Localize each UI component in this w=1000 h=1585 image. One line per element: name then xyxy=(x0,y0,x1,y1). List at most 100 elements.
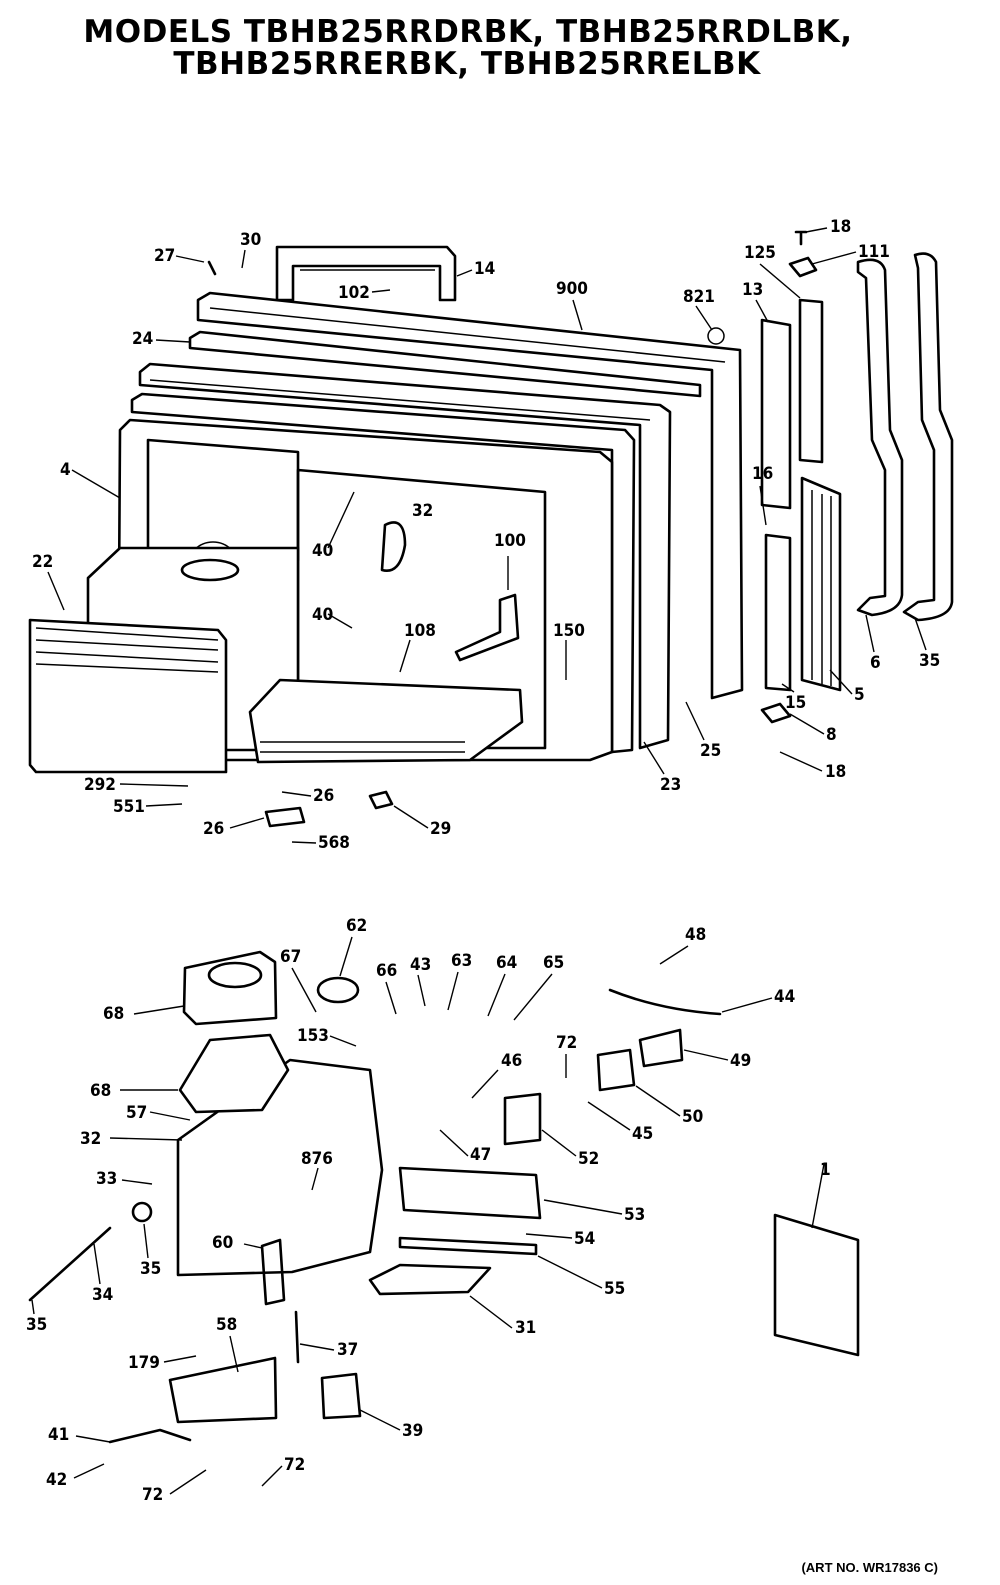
callout-48: 48 xyxy=(685,925,706,945)
callout-39: 39 xyxy=(402,1421,423,1441)
callout-67: 67 xyxy=(280,947,301,967)
part-60-fill-cup xyxy=(260,1238,286,1306)
callout-72-upper: 72 xyxy=(556,1033,577,1053)
callout-68-upper: 68 xyxy=(103,1004,124,1024)
part-39-motor xyxy=(320,1372,362,1420)
callout-31: 31 xyxy=(515,1318,536,1338)
callout-41: 41 xyxy=(48,1425,69,1445)
part-58-bracket xyxy=(168,1356,278,1424)
part-37-spring xyxy=(294,1310,300,1364)
callout-23: 23 xyxy=(660,775,681,795)
part-108-ice-bucket xyxy=(248,678,524,764)
callout-4: 4 xyxy=(60,460,71,480)
part-53-frame xyxy=(398,1166,542,1220)
callout-64: 64 xyxy=(496,953,517,973)
callout-26-left: 26 xyxy=(203,819,224,839)
part-18-screw xyxy=(794,230,808,246)
callout-53: 53 xyxy=(624,1205,645,1225)
callout-29: 29 xyxy=(430,819,451,839)
callout-18-top: 18 xyxy=(830,217,851,237)
callout-45: 45 xyxy=(632,1124,653,1144)
callout-179: 179 xyxy=(128,1353,160,1373)
part-27-screw xyxy=(207,260,217,276)
callout-15: 15 xyxy=(785,693,806,713)
callout-52: 52 xyxy=(578,1149,599,1169)
part-821-plug xyxy=(707,327,725,345)
callout-24: 24 xyxy=(132,329,153,349)
callout-35-lower: 35 xyxy=(140,1259,161,1279)
part-62-gasket xyxy=(316,976,360,1004)
callout-108: 108 xyxy=(404,621,436,641)
part-35-cap xyxy=(131,1201,153,1223)
callout-54: 54 xyxy=(574,1229,595,1249)
part-26-bracket xyxy=(264,806,306,828)
callout-42: 42 xyxy=(46,1470,67,1490)
callout-16: 16 xyxy=(752,464,773,484)
callout-25: 25 xyxy=(700,741,721,761)
callout-5: 5 xyxy=(854,685,865,705)
part-111-hinge xyxy=(788,256,818,278)
callout-40-lower: 40 xyxy=(312,605,333,625)
leader-lines xyxy=(31,227,927,1495)
art-number: (ART NO. WR17836 C) xyxy=(801,1560,938,1575)
callout-30: 30 xyxy=(240,230,261,250)
callout-100: 100 xyxy=(494,531,526,551)
lower-callouts: 62 67 66 43 63 64 65 48 44 68 68 153 46 … xyxy=(26,916,831,1505)
callout-37: 37 xyxy=(337,1340,358,1360)
callout-63: 63 xyxy=(451,951,472,971)
part-5-vent-grille xyxy=(800,476,842,692)
part-55-strip xyxy=(398,1236,538,1256)
part-34-auger xyxy=(28,1226,112,1302)
callout-43: 43 xyxy=(410,955,431,975)
part-29-gromet xyxy=(368,790,394,810)
part-25-gasket-frame xyxy=(130,392,636,754)
models-title-line-2: TBHB25RRERBK, TBHB25RRELBK xyxy=(173,46,761,82)
callout-46: 46 xyxy=(501,1051,522,1071)
callout-22: 22 xyxy=(32,552,53,572)
part-49-plate xyxy=(638,1028,684,1068)
callout-66: 66 xyxy=(376,961,397,981)
callout-568: 568 xyxy=(318,833,350,853)
callout-47: 47 xyxy=(470,1145,491,1165)
callout-33: 33 xyxy=(96,1169,117,1189)
callout-1: 1 xyxy=(820,1160,831,1180)
part-6-door-handle xyxy=(856,258,904,617)
callout-50: 50 xyxy=(682,1107,703,1127)
callout-900: 900 xyxy=(556,279,588,299)
part-52-switch xyxy=(503,1092,542,1146)
callout-40-upper: 40 xyxy=(312,541,333,561)
callout-27: 27 xyxy=(154,246,175,266)
part-125-hinge-strip xyxy=(798,298,824,464)
part-69-mold xyxy=(178,1033,290,1114)
callout-34: 34 xyxy=(92,1285,113,1305)
part-32-clip xyxy=(380,521,407,572)
callout-35-bottom: 35 xyxy=(26,1315,47,1335)
part-31-grid xyxy=(368,1263,492,1296)
callout-13: 13 xyxy=(742,280,763,300)
callout-35-upper: 35 xyxy=(919,651,940,671)
callout-26-right: 26 xyxy=(313,786,334,806)
callout-551: 551 xyxy=(113,797,145,817)
callout-72-left: 72 xyxy=(142,1485,163,1505)
callout-150: 150 xyxy=(553,621,585,641)
part-100-bracket xyxy=(454,593,520,662)
callout-292: 292 xyxy=(84,775,116,795)
part-32-ice-maker-body xyxy=(176,1058,384,1277)
callout-14: 14 xyxy=(474,259,495,279)
part-8-hinge xyxy=(760,702,792,724)
callout-68-lower: 68 xyxy=(90,1081,111,1101)
models-title-line-1: MODELS TBHB25RRDRBK, TBHB25RRDLBK, xyxy=(83,14,853,50)
part-13-strip xyxy=(760,318,792,510)
callout-6: 6 xyxy=(870,653,881,673)
callout-44: 44 xyxy=(774,987,795,1007)
part-35-door-handle xyxy=(902,252,954,622)
callout-55: 55 xyxy=(604,1279,625,1299)
part-1-literature xyxy=(773,1213,860,1357)
part-900-outer-case xyxy=(196,291,744,700)
part-44-tube xyxy=(608,988,722,1016)
callout-60: 60 xyxy=(212,1233,233,1253)
callout-153: 153 xyxy=(297,1026,329,1046)
callout-57: 57 xyxy=(126,1103,147,1123)
callout-32: 32 xyxy=(412,501,433,521)
callout-58: 58 xyxy=(216,1315,237,1335)
